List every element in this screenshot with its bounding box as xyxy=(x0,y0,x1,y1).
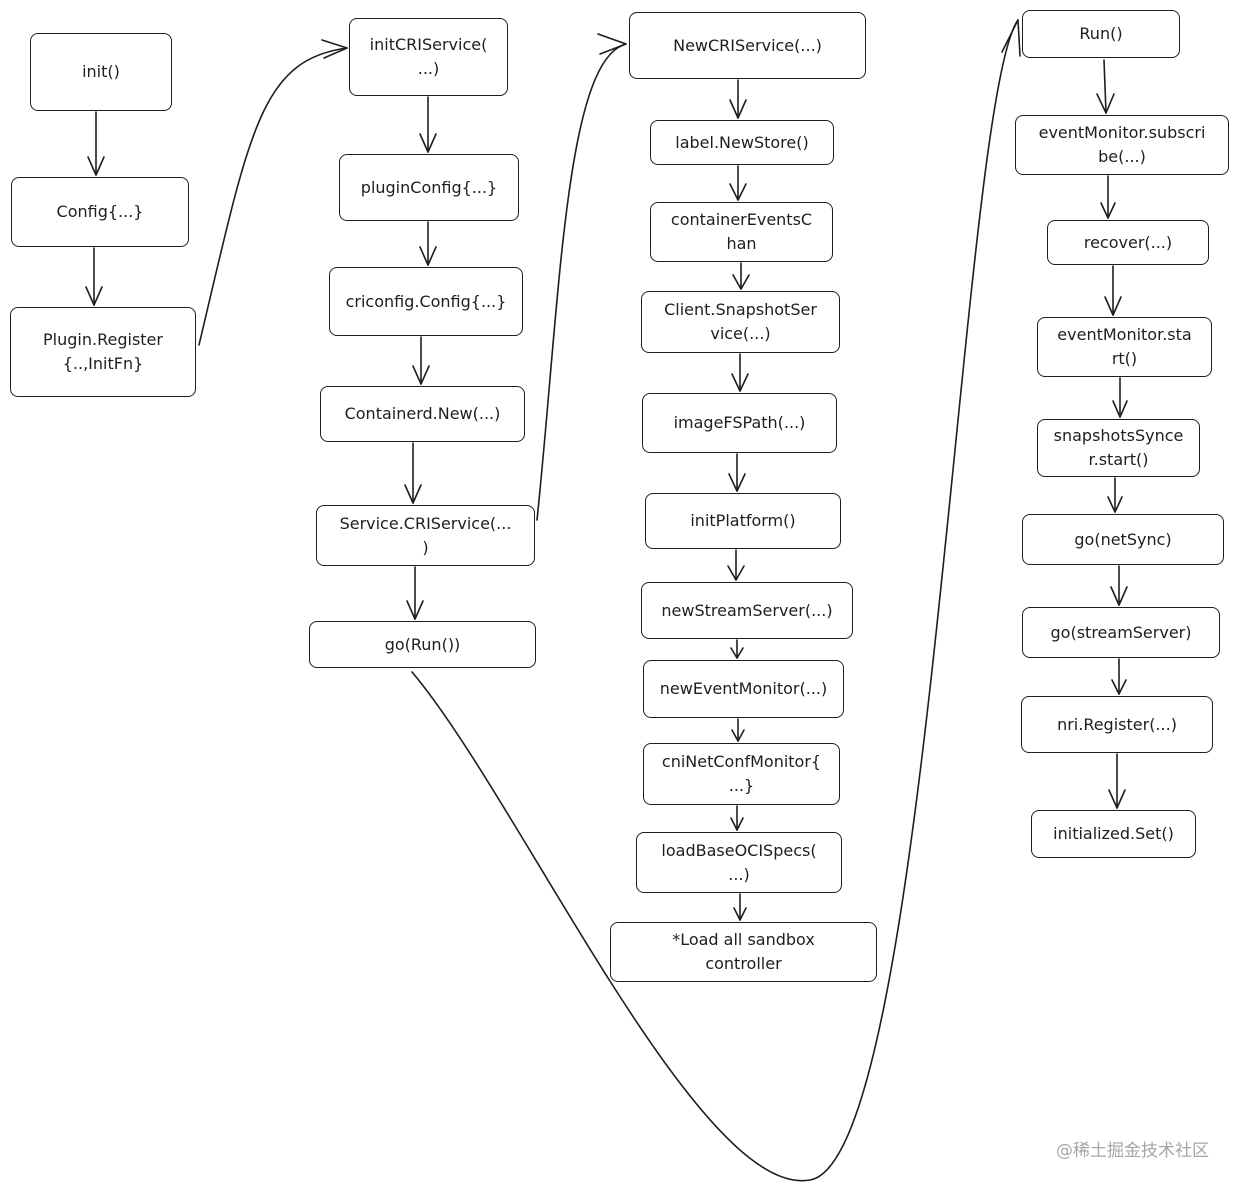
node-go-stream-server-label: go(streamServer) xyxy=(1050,622,1192,642)
arrow-event-monitor-to-cni xyxy=(731,718,745,742)
node-initialized-set-label: initialized.Set() xyxy=(1053,824,1174,843)
node-go-run: go(Run()) xyxy=(309,621,536,668)
arrow-init-cri-to-plugin-config xyxy=(419,96,437,153)
arrow-snapshots-syncer-to-net-sync xyxy=(1107,477,1123,513)
arrow-plugin-register-to-init-cri-service xyxy=(198,39,348,346)
node-container-events-chan-label: containerEventsC han xyxy=(670,210,813,253)
node-new-stream-server-label: newStreamServer(...) xyxy=(661,600,833,620)
node-load-sandbox-controller-label: *Load all sandbox controller xyxy=(672,930,815,973)
node-config: Config{...} xyxy=(11,177,189,247)
node-new-cri-service-label: NewCRIService(...) xyxy=(673,35,822,55)
node-criconfig-config-label: criconfig.Config{...} xyxy=(345,291,507,311)
arrow-load-oci-to-sandbox xyxy=(733,893,747,921)
node-snapshots-syncer-start-label: snapshotsSynce r.start() xyxy=(1053,426,1184,469)
node-init-label: init() xyxy=(82,62,120,81)
arrow-label-store-to-events-chan xyxy=(729,165,747,201)
node-snapshots-syncer-start: snapshotsSynce r.start() xyxy=(1037,419,1200,477)
arrow-nri-to-initialized xyxy=(1108,753,1126,809)
arrow-init-platform-to-stream-server xyxy=(727,549,745,581)
arrow-containerd-new-to-service xyxy=(404,442,422,504)
node-go-stream-server: go(streamServer) xyxy=(1022,607,1220,658)
arrow-image-fs-to-init-platform xyxy=(728,453,746,492)
node-nri-register: nri.Register(...) xyxy=(1021,696,1213,753)
node-event-monitor-subscribe-label: eventMonitor.subscri be(...) xyxy=(1038,123,1206,166)
node-client-snapshot-service-label: Client.SnapshotSer vice(...) xyxy=(664,300,817,343)
node-run-label: Run() xyxy=(1079,24,1123,43)
node-service-criservice: Service.CRIService(... ) xyxy=(316,505,535,566)
node-recover-label: recover(...) xyxy=(1083,232,1173,252)
arrow-criconfig-to-containerd-new xyxy=(412,336,430,385)
arrow-event-start-to-snapshots-syncer xyxy=(1112,377,1128,418)
node-new-event-monitor: newEventMonitor(...) xyxy=(643,660,844,718)
node-load-base-oci-specs: loadBaseOCISpecs( ...) xyxy=(636,832,842,893)
node-new-cri-service: NewCRIService(...) xyxy=(629,12,866,79)
arrow-stream-server-to-event-monitor xyxy=(730,639,744,659)
watermark-text: @稀土掘金技术社区 xyxy=(1056,1141,1209,1161)
node-load-base-oci-specs-label: loadBaseOCISpecs( ...) xyxy=(661,840,817,884)
node-init-platform: initPlatform() xyxy=(645,493,841,549)
arrow-net-sync-to-stream-server xyxy=(1110,565,1128,606)
arrow-run-to-subscribe xyxy=(1096,59,1115,114)
node-service-criservice-label: Service.CRIService(... ) xyxy=(339,513,512,557)
arrow-stream-server-to-nri xyxy=(1111,658,1127,695)
arrow-service-to-go-run xyxy=(406,566,424,620)
node-init-platform-label: initPlatform() xyxy=(690,511,796,530)
node-init: init() xyxy=(30,33,172,111)
node-recover: recover(...) xyxy=(1047,220,1209,265)
node-run: Run() xyxy=(1022,10,1180,58)
node-new-event-monitor-label: newEventMonitor(...) xyxy=(659,679,828,698)
arrow-config-to-plugin-register xyxy=(85,247,103,306)
arrow-events-chan-to-snapshot xyxy=(732,262,750,290)
node-client-snapshot-service: Client.SnapshotSer vice(...) xyxy=(641,291,840,353)
node-new-stream-server: newStreamServer(...) xyxy=(641,582,853,639)
node-label-newstore: label.NewStore() xyxy=(650,120,834,165)
node-load-sandbox-controller: *Load all sandbox controller xyxy=(610,922,877,982)
node-plugin-register: Plugin.Register {..,InitFn} xyxy=(10,307,196,397)
node-plugin-config-label: pluginConfig{...} xyxy=(360,177,498,197)
node-event-monitor-start-label: eventMonitor.sta rt() xyxy=(1057,325,1192,368)
node-initialized-set: initialized.Set() xyxy=(1031,810,1196,858)
node-cni-net-conf-monitor-label: cniNetConfMonitor{ ...} xyxy=(661,752,822,795)
arrow-init-to-config xyxy=(87,111,105,176)
arrow-snapshot-to-image-fs xyxy=(731,353,749,392)
node-label-newstore-label: label.NewStore() xyxy=(675,132,809,152)
node-plugin-register-label: Plugin.Register {..,InitFn} xyxy=(43,330,163,373)
node-container-events-chan: containerEventsC han xyxy=(650,202,833,262)
node-image-fs-path-label: imageFSPath(...) xyxy=(673,413,806,432)
node-containerd-new: Containerd.New(...) xyxy=(320,386,525,442)
arrow-cni-to-load-oci xyxy=(730,805,744,831)
node-init-cri-service-label: initCRIService( ...) xyxy=(369,35,488,78)
arrow-new-cri-to-label-store xyxy=(729,79,747,119)
node-init-cri-service: initCRIService( ...) xyxy=(349,18,508,96)
node-event-monitor-subscribe: eventMonitor.subscri be(...) xyxy=(1015,115,1229,175)
node-event-monitor-start: eventMonitor.sta rt() xyxy=(1037,317,1212,377)
arrow-plugin-config-to-criconfig xyxy=(419,221,437,266)
node-go-run-label: go(Run()) xyxy=(384,634,461,654)
node-go-net-sync-label: go(netSync) xyxy=(1074,529,1172,549)
node-criconfig-config: criconfig.Config{...} xyxy=(329,267,523,336)
node-go-net-sync: go(netSync) xyxy=(1022,514,1224,565)
node-config-label: Config{...} xyxy=(56,202,144,221)
node-nri-register-label: nri.Register(...) xyxy=(1057,714,1177,734)
node-image-fs-path: imageFSPath(...) xyxy=(642,393,837,453)
arrow-service-to-new-cri-service xyxy=(536,33,627,521)
node-containerd-new-label: Containerd.New(...) xyxy=(344,404,501,423)
node-cni-net-conf-monitor: cniNetConfMonitor{ ...} xyxy=(643,743,840,805)
arrow-recover-to-event-start xyxy=(1104,265,1122,316)
arrow-go-run-to-run xyxy=(411,19,1021,1182)
arrow-subscribe-to-recover xyxy=(1100,175,1116,219)
node-plugin-config: pluginConfig{...} xyxy=(339,154,519,221)
